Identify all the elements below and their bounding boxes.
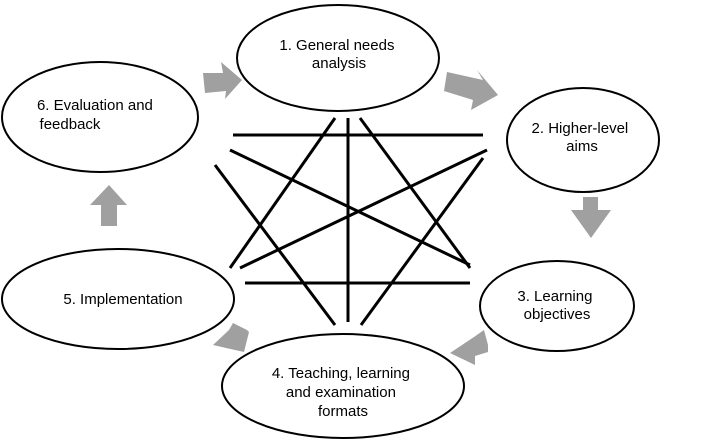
web-line <box>359 157 485 326</box>
stage-2-label-line-1: 2. Higher-level <box>532 120 629 137</box>
web-line <box>228 117 337 269</box>
web-line <box>213 164 337 326</box>
stage-4-label-line-1: 4. Teaching, learning <box>272 365 410 382</box>
stage-1-ellipse <box>236 4 440 112</box>
stage-1-label-line-2: analysis <box>312 55 366 72</box>
cycle-arrow-6-to-1 <box>203 62 242 99</box>
stage-6-ellipse <box>1 61 199 173</box>
stage-3-learning-objectives: 3. Learning objectives <box>479 260 635 352</box>
interconnection-web <box>213 117 488 326</box>
stage-6-evaluation-feedback: 6. Evaluation and feedback <box>1 61 199 173</box>
stage-3-label-line-2: objectives <box>524 306 591 323</box>
stage-3-label-line-1: 3. Learning <box>517 288 592 305</box>
web-line <box>358 117 472 269</box>
stage-2-ellipse <box>506 87 660 193</box>
stage-6-label: 6. Evaluation and feedback <box>37 97 157 133</box>
stage-5-label-line-1: 5. Implementation <box>63 291 182 308</box>
stage-4-ellipse <box>221 333 465 439</box>
cycle-arrows <box>90 62 611 365</box>
web-line <box>239 148 488 270</box>
stage-5-label: 5. Implementation <box>63 291 182 308</box>
stage-2-label: 2. Higher-level aims <box>532 120 633 155</box>
stage-5-implementation: 5. Implementation <box>1 248 235 350</box>
cycle-arrow-1-to-2 <box>444 70 498 110</box>
stages: 1. General needs analysis 2. Higher-leve… <box>1 4 660 439</box>
stage-1-label-line-1: 1. General needs <box>279 37 394 54</box>
web-line <box>229 148 471 267</box>
cycle-arrow-5-to-6 <box>90 185 127 226</box>
cycle-arrow-2-to-3 <box>571 197 611 238</box>
stage-4-label: 4. Teaching, learning and examination fo… <box>272 365 414 420</box>
stage-3-label: 3. Learning objectives <box>517 288 596 323</box>
stage-2-higher-level-aims: 2. Higher-level aims <box>506 87 660 193</box>
stage-6-label-line-1: 6. Evaluation and <box>37 97 153 114</box>
cycle-arrow-4-to-5 <box>213 323 249 352</box>
stage-3-ellipse <box>479 260 635 352</box>
stage-4-teaching-formats: 4. Teaching, learning and examination fo… <box>221 333 465 439</box>
stage-5-ellipse <box>1 248 235 350</box>
stage-2-label-line-2: aims <box>566 138 598 155</box>
stage-6-label-line-2: feedback <box>40 116 101 133</box>
cycle-arrow-3-to-4 <box>450 330 488 365</box>
stage-4-label-line-2: and examination <box>286 384 396 401</box>
stage-1-needs-analysis: 1. General needs analysis <box>236 4 440 112</box>
stage-4-label-line-3: formats <box>318 403 368 420</box>
stage-1-label: 1. General needs analysis <box>279 37 398 72</box>
